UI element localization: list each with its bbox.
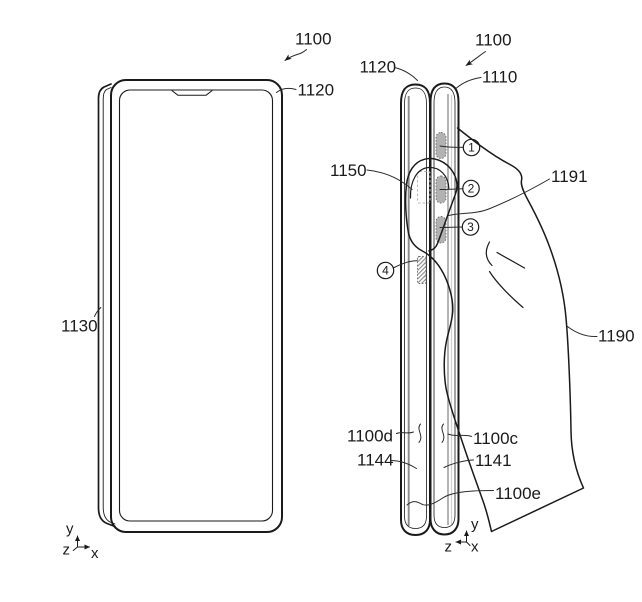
callout-circle-3 <box>461 218 480 236</box>
leader-callout-3 <box>439 226 463 228</box>
callout-num-4: 4 <box>382 264 389 278</box>
camera-notch <box>171 90 213 96</box>
axis-z-tick <box>72 546 78 551</box>
side-button-4 <box>417 256 427 284</box>
axis-label-x: x <box>91 545 99 562</box>
ref-label-1144: 1144 <box>357 451 394 470</box>
side-view: 1 2 3 4 1120 1100 1110 1150 1191 1190 <box>330 31 635 556</box>
leader-callout-1 <box>439 145 464 148</box>
main-half-inner-line <box>433 86 456 528</box>
leader-1100d <box>396 431 414 434</box>
cover-screen <box>118 89 274 522</box>
callout-4: 4 <box>376 260 418 280</box>
ref-label-1191: 1191 <box>551 167 588 186</box>
ref-label-1120-side: 1120 <box>360 58 397 77</box>
thumb-nail-crease <box>409 166 450 199</box>
front-view: 1100 1120 1130 y z x <box>61 30 334 563</box>
axis-label-z: z <box>63 542 71 559</box>
leader-callout-4 <box>392 260 418 269</box>
thumb-base-crease-3 <box>488 270 524 309</box>
callout-1: 1 <box>439 138 481 157</box>
axis-label-y-side: y <box>471 516 479 533</box>
side-button-1 <box>435 132 447 159</box>
hand-outline <box>404 127 585 533</box>
side-button-3 <box>435 216 447 244</box>
ref-label-1100d: 1100d <box>347 427 393 446</box>
callout-circle-2 <box>462 179 480 198</box>
leader-1110 <box>456 77 482 89</box>
callout-num-1: 1 <box>468 141 475 155</box>
break-mark-1100c <box>441 423 445 443</box>
ref-label-1190: 1190 <box>598 327 635 346</box>
ref-label-1150: 1150 <box>330 161 367 180</box>
leader-1130 <box>94 307 102 317</box>
axis-label-y: y <box>66 521 74 538</box>
callout-num-2: 2 <box>468 182 475 196</box>
ref-label-1130: 1130 <box>61 317 98 336</box>
axis-indicator-side: y z x <box>445 516 480 556</box>
thumb-base-crease-2 <box>496 251 526 269</box>
hand <box>404 127 585 533</box>
rear-half-inner-edge <box>102 87 116 525</box>
sensor-1150 <box>416 170 431 204</box>
ref-label-1141: 1141 <box>475 451 512 470</box>
axis-label-x-side: x <box>471 539 479 556</box>
ref-label-1110: 1110 <box>482 68 517 87</box>
rear-half-edge <box>97 83 116 528</box>
callout-3: 3 <box>439 218 480 236</box>
cover-frame <box>110 79 283 533</box>
cover-half-inner-line <box>404 87 427 529</box>
callout-num-3: 3 <box>467 220 474 234</box>
callout-circle-4 <box>376 261 395 280</box>
ref-label-1120-front: 1120 <box>298 81 335 100</box>
leader-1100e <box>406 490 494 506</box>
callout-2: 2 <box>439 179 480 198</box>
leader-1191 <box>448 178 550 216</box>
break-mark-1100d <box>418 423 422 443</box>
callout-circle-1 <box>462 138 481 157</box>
leader-1100-front-arrow <box>284 49 307 61</box>
leader-1144 <box>390 460 417 469</box>
ref-label-1100-front: 1100 <box>295 30 332 49</box>
thumb-base-crease-1 <box>485 241 493 267</box>
leader-1100c <box>447 433 472 437</box>
axis-corner-side <box>466 541 471 546</box>
leader-1150 <box>366 169 413 190</box>
axis-label-z-side: z <box>445 539 453 556</box>
ref-label-1100e: 1100e <box>495 484 541 503</box>
axis-indicator-front: y z x <box>63 521 100 563</box>
ref-label-1100-side: 1100 <box>475 31 512 50</box>
leader-1120-side <box>394 67 418 81</box>
ref-label-1100c: 1100c <box>473 429 519 448</box>
leader-1141 <box>443 459 474 468</box>
leader-1190 <box>567 326 598 338</box>
leader-1100-side-arrow <box>465 51 486 66</box>
leader-callout-2 <box>439 188 463 190</box>
leader-1120-front <box>276 87 297 93</box>
main-half-outline <box>429 82 460 536</box>
